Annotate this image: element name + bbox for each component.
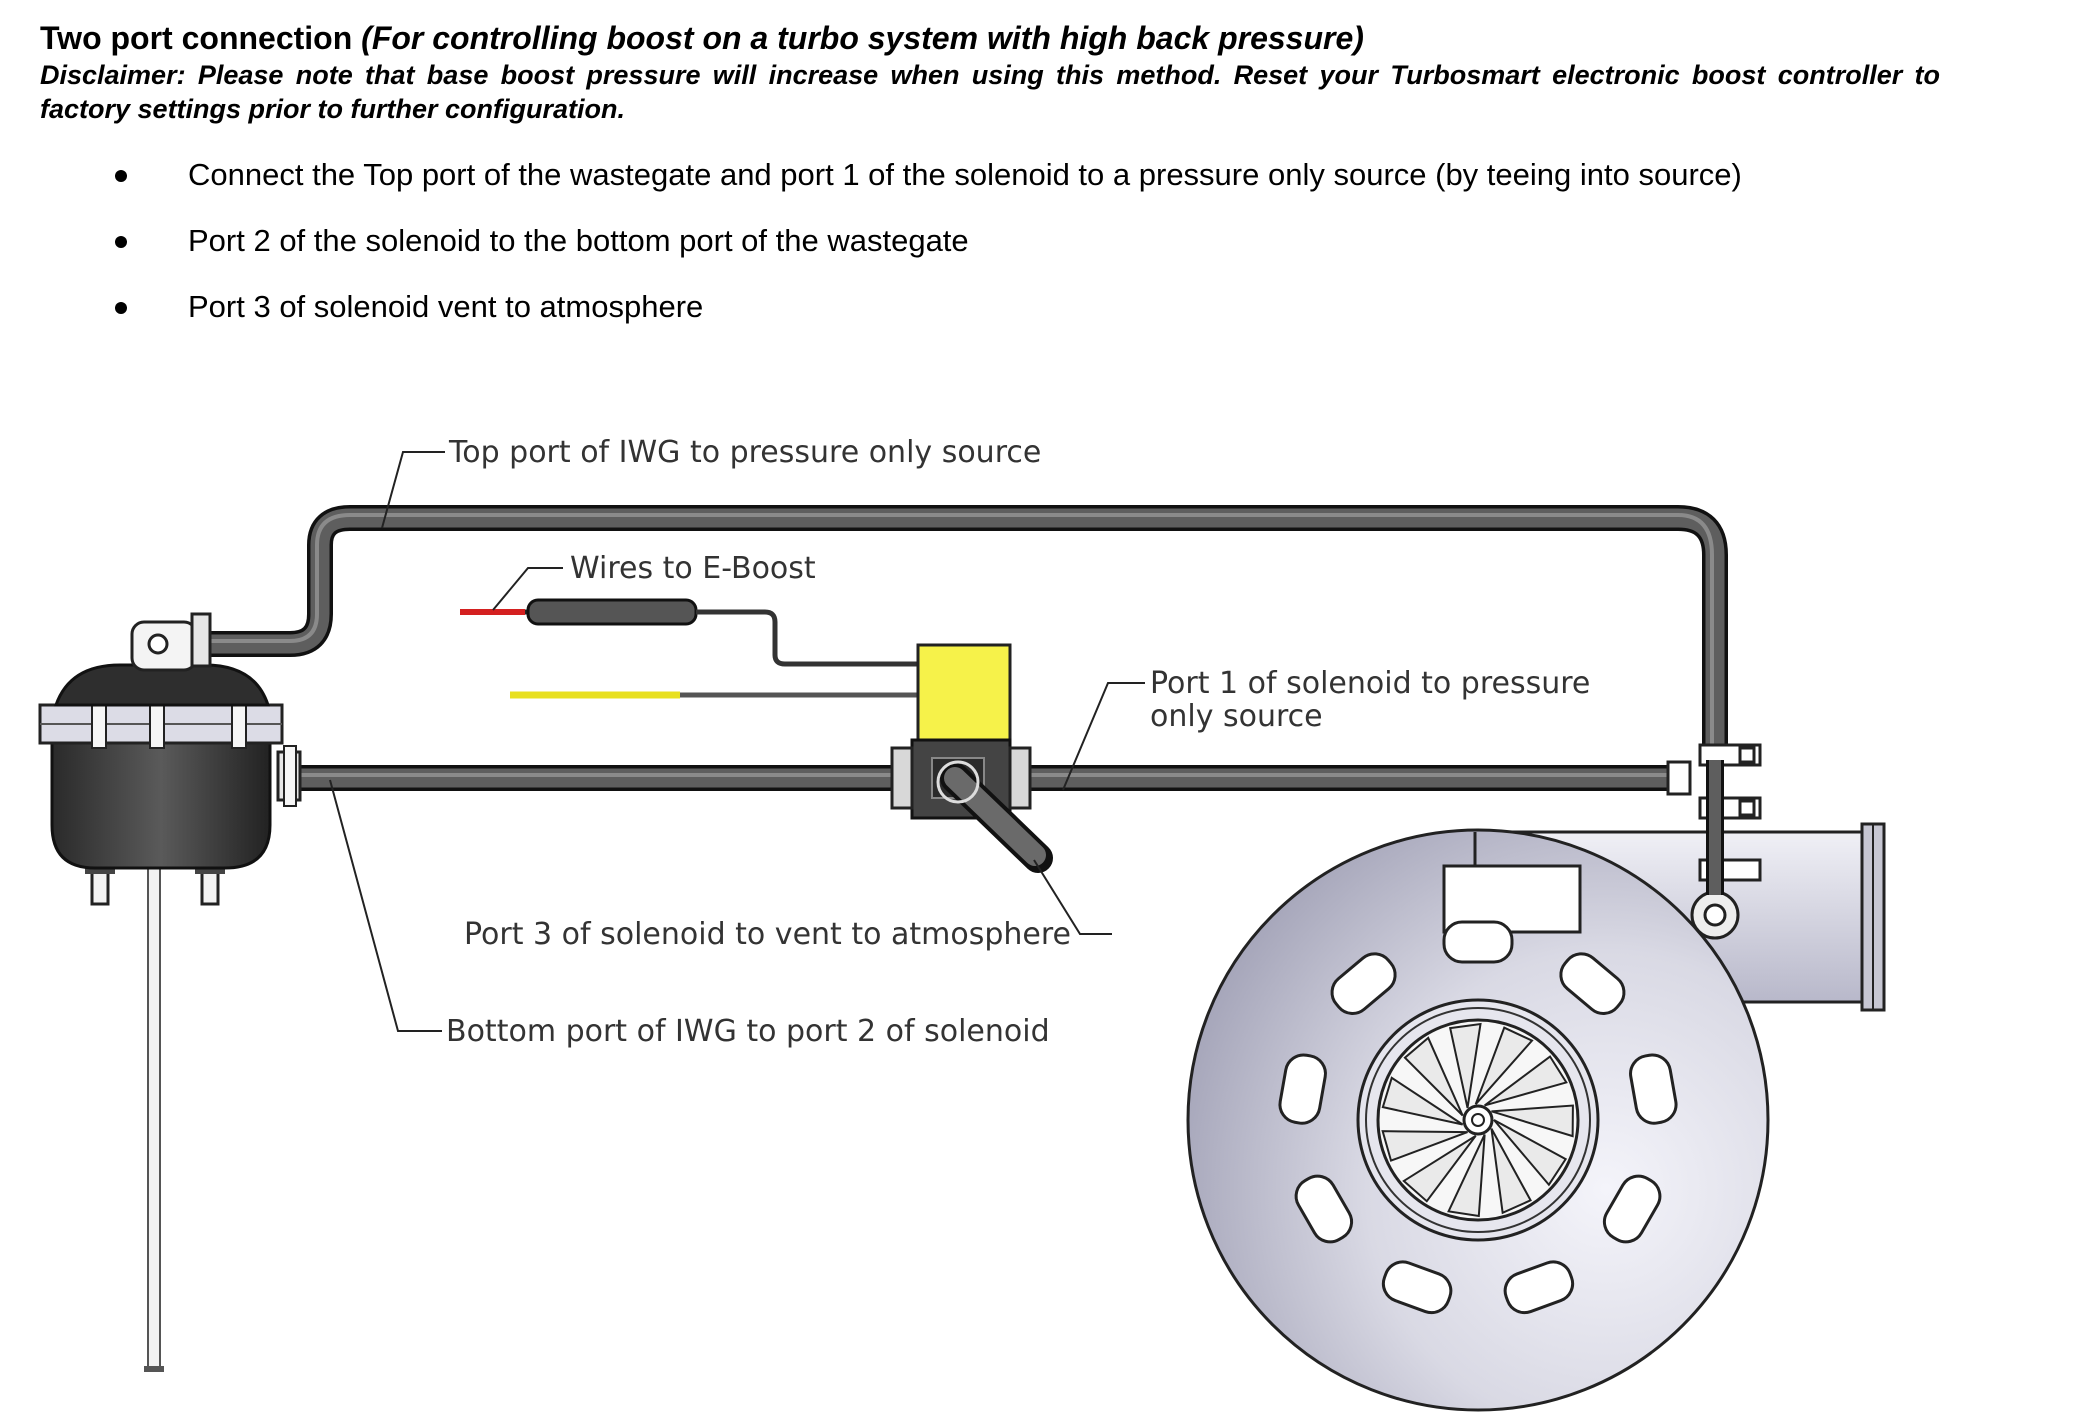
leader-port3 xyxy=(1033,859,1112,935)
compressor-blade xyxy=(1402,1134,1477,1203)
compressor-blade xyxy=(1381,1076,1464,1126)
top-port-hose-shine xyxy=(200,513,1714,760)
top-port-hole xyxy=(147,633,169,655)
clamp-tab xyxy=(149,699,165,749)
compressor-blade xyxy=(1493,1119,1568,1187)
tee-cap xyxy=(1738,746,1756,764)
instruction-text: Connect the Top port of the wastegate an… xyxy=(188,157,1742,192)
tee-fittings xyxy=(1666,743,1762,895)
vent-port-ring xyxy=(936,760,980,804)
boost-solenoid xyxy=(460,598,1053,873)
instruction-text: Port 3 of solenoid vent to atmosphere xyxy=(188,289,704,324)
compressor-blade xyxy=(1484,1055,1568,1107)
callout-port3: Port 3 of solenoid to vent to atmosphere xyxy=(464,917,1071,952)
instruction-text: Port 2 of the solenoid to the bottom por… xyxy=(188,223,969,258)
solenoid-coil xyxy=(916,643,1012,742)
bullet-icon xyxy=(115,170,127,182)
housing-port xyxy=(1381,1260,1453,1315)
hub-center xyxy=(1471,1113,1485,1127)
clamp-tab xyxy=(91,699,107,749)
callout-port1-line1: Port 1 of solenoid to pressure xyxy=(1150,666,1590,701)
actuator-lower-body xyxy=(50,733,272,870)
housing-port xyxy=(1559,952,1626,1015)
compressor-blade xyxy=(1448,1022,1482,1109)
rod-end xyxy=(144,1366,164,1372)
compressor-ring-inner xyxy=(1365,1007,1591,1233)
callout-top-port: Top port of IWG to pressure only source xyxy=(448,435,1041,470)
bullet-icon xyxy=(115,236,127,248)
housing-port xyxy=(1330,952,1397,1015)
solenoid-port-2 xyxy=(890,746,914,810)
vent-port-fill xyxy=(944,767,1046,866)
compressor-blade xyxy=(1403,1036,1464,1117)
housing-port xyxy=(1442,920,1514,964)
clamp-tab xyxy=(231,699,247,749)
wastegate-actuator xyxy=(38,612,302,1372)
turbo-nipple-hole xyxy=(1703,903,1727,927)
disclaimer-text: Disclaimer: Please note that base boost … xyxy=(40,60,1940,124)
solenoid-port-1 xyxy=(1008,746,1032,810)
callout-bottom-port: Bottom port of IWG to port 2 of solenoid xyxy=(446,1014,1050,1049)
top-port-elbow xyxy=(190,612,212,668)
wire-black-lead xyxy=(696,609,918,667)
compressor-blade xyxy=(1490,1128,1532,1215)
leader-wires xyxy=(492,567,563,611)
housing-port xyxy=(1278,1053,1327,1125)
turbocharger xyxy=(1186,822,1886,1412)
wire-sleeve xyxy=(526,598,698,626)
housing-port xyxy=(1294,1174,1354,1244)
compressor-hub xyxy=(1462,1104,1494,1136)
leader-lines xyxy=(329,451,1145,1032)
actuator-rod xyxy=(147,867,161,1371)
page-heading: Two port connection (For controlling boo… xyxy=(40,20,1364,57)
tee-cap xyxy=(1738,799,1756,817)
bottom-port-nut xyxy=(283,745,297,807)
housing-port xyxy=(1503,1260,1575,1315)
leader-port1 xyxy=(1062,682,1145,791)
housing-ports xyxy=(1278,920,1678,1315)
compressor-blade xyxy=(1447,1134,1486,1218)
callout-wires: Wires to E-Boost xyxy=(570,551,816,586)
compressor-blade xyxy=(1381,1130,1468,1162)
bottom-hose-endcap xyxy=(1666,760,1692,796)
callout-port1-line2: only source xyxy=(1150,699,1323,734)
compressor-blades xyxy=(1381,1022,1574,1218)
compressor-blade xyxy=(1474,1026,1534,1105)
housing-port xyxy=(1602,1174,1662,1244)
leader-top-port xyxy=(381,451,445,529)
housing-port xyxy=(1629,1053,1678,1125)
leader-bottom-port xyxy=(329,779,442,1032)
heading-title: Two port connection xyxy=(40,20,353,56)
heading-subtitle: (For controlling boost on a turbo system… xyxy=(361,20,1364,56)
bullet-icon xyxy=(115,302,127,314)
compressor-blade xyxy=(1491,1104,1574,1138)
